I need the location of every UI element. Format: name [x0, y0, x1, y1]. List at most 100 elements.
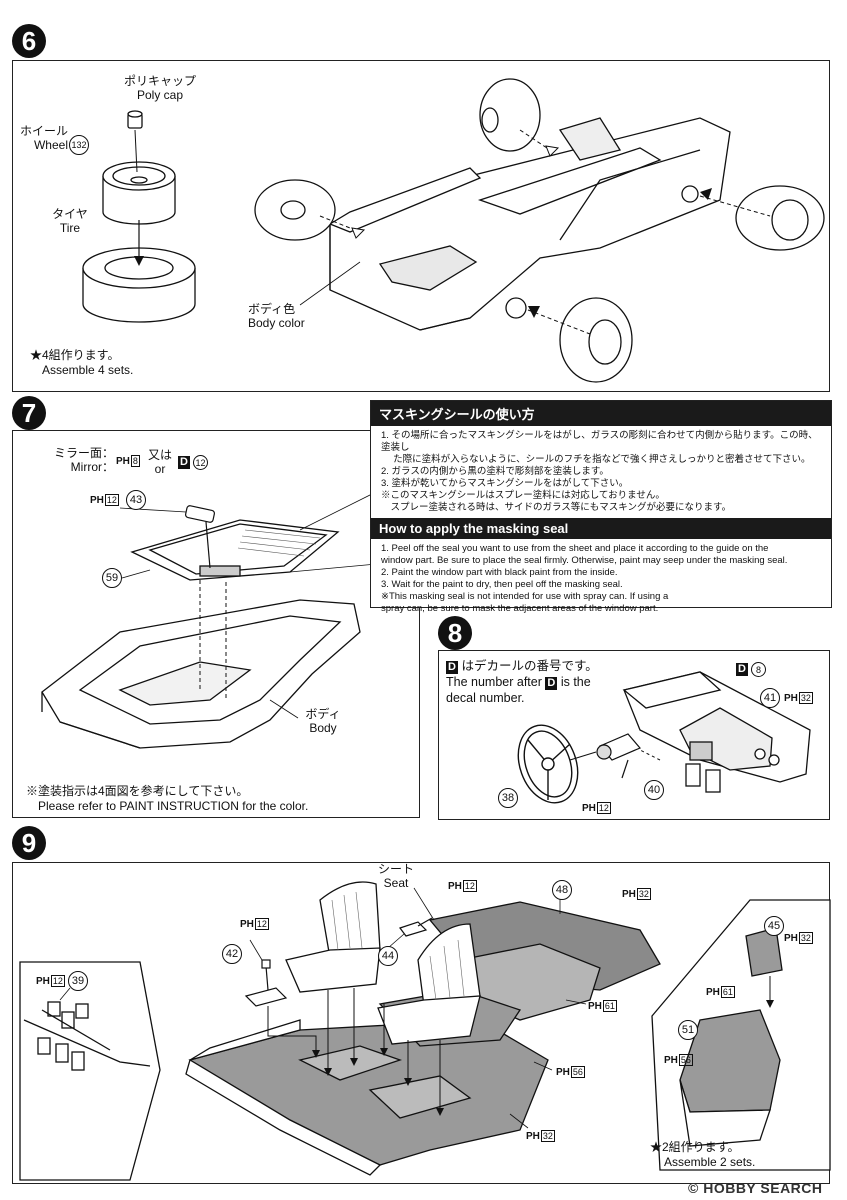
mirror-decal-d12-circle: 12	[193, 455, 209, 470]
decal-note-en-1: The number after	[446, 675, 542, 689]
mirror-or-label-jp: 又は	[147, 448, 172, 462]
masking-en-item: 1. Peel off the seal you want to use fro…	[381, 543, 769, 554]
masking-en-item: ※This masking seal is not intended for u…	[381, 591, 669, 602]
shift-ph12-num: 12	[254, 918, 269, 930]
masking-jp-item: ※このマスキングシールはスプレー塗料には対応しておりません。	[381, 490, 665, 501]
dash-decal-d8-num: 8	[756, 664, 762, 675]
step-9-number: 9	[21, 827, 37, 858]
step-7-body-label-jp: ボディ	[305, 707, 341, 721]
mirror-ph12-num: 12	[104, 494, 119, 506]
masking-jp-item: 1. その場所に合ったマスキングシールをはがし、ガラスの彫刻に合わせて内側から貼…	[381, 430, 818, 453]
masking-list-jp: 1. その場所に合ったマスキングシールをはがし、ガラスの彫刻に合わせて内側から貼…	[371, 426, 831, 518]
body-shell-drawing	[41, 599, 361, 749]
mirror-paint-ph8-prefix: PH	[116, 456, 130, 467]
tire-drawing	[82, 247, 196, 323]
step-7-badge: 7	[12, 396, 46, 430]
front-seat-left	[285, 881, 381, 993]
poly-cap-label-en: Poly cap	[136, 88, 184, 102]
part-40: 40	[644, 780, 664, 800]
tire-label-en: Tire	[59, 221, 81, 235]
masking-en-item: window part. Be sure to place the seal f…	[381, 555, 788, 566]
floor-ph56-num: 56	[570, 1066, 585, 1078]
part-41: 41	[760, 688, 780, 708]
poly-cap-label: ポリキャップ Poly cap	[115, 74, 205, 102]
step-9-note: ★2組作ります。 Assemble 2 sets.	[650, 1140, 755, 1170]
floor-ph56-prefix: PH	[556, 1067, 570, 1078]
part-39: 39	[68, 971, 88, 991]
decal-note-en-2: is the	[560, 675, 591, 689]
part-43-text: 43	[129, 494, 143, 506]
floor-ph32-num: 32	[540, 1130, 555, 1142]
hand-brake-drawing	[399, 917, 433, 937]
dash-ph32-num: 32	[798, 692, 813, 704]
decal-d-badge: D	[446, 661, 458, 674]
step-8-number: 8	[447, 617, 463, 648]
masking-en-item: 2. Paint the window part with black pain…	[381, 567, 618, 578]
steering-wheel-drawing	[517, 724, 579, 804]
part-51: 51	[678, 1020, 698, 1040]
part-59-text: 59	[105, 572, 119, 584]
masking-jp-item: た際に塗料が入らないように、シールのフチを指などで強く押さえしっかりと密着させて…	[381, 454, 811, 465]
seat-detail-inset	[651, 899, 831, 1171]
part-51-text: 51	[681, 1024, 695, 1036]
pedal-ph12-prefix: PH	[36, 976, 50, 987]
poly-cap-label-jp: ポリキャップ	[123, 74, 196, 88]
masking-en-item: 3. Wait for the paint to dry, then peel …	[381, 579, 623, 590]
chassis-drawing	[328, 117, 731, 331]
seat-inset-ph56-prefix: PH	[664, 1055, 678, 1066]
step-7-body-label: ボディ Body	[298, 707, 348, 735]
dashboard-drawing	[622, 671, 811, 793]
mirror-surface-label: ミラー面： Mirror：	[40, 446, 114, 474]
part-39-text: 39	[71, 975, 85, 987]
seat-inset-ph61-num: 61	[720, 986, 735, 998]
step-9-note-jp: ★2組作ります。	[650, 1140, 740, 1154]
step-9-note-en: Assemble 2 sets.	[664, 1155, 756, 1169]
wheel-part-number: 132	[69, 135, 89, 155]
seat-inset-ph56-num: 56	[678, 1054, 693, 1066]
step-6-note: ★4組作ります。 Assemble 4 sets.	[30, 348, 133, 378]
step-7-note-jp: ※塗装指示は4面図を参考にして下さい。	[26, 784, 249, 798]
mirror-surface-label-en: Mirror：	[70, 460, 114, 474]
body-color-label-jp: ボディ色	[248, 302, 296, 316]
wheel-label-jp: ホイール	[20, 124, 69, 138]
decal-d-badge-inline: D	[545, 677, 558, 690]
floor-ph32-prefix: PH	[526, 1131, 540, 1142]
step-7-note-en: Please refer to PAINT INSTRUCTION for th…	[38, 799, 309, 813]
dash-decal-d8-circle: 8	[751, 662, 767, 677]
mirror-drawing	[185, 505, 215, 569]
masking-list-en: 1. Peel off the seal you want to use fro…	[371, 539, 831, 619]
pedal-inset	[19, 961, 161, 1181]
steering-column-drawing	[596, 733, 641, 779]
part-45-text: 45	[767, 920, 781, 932]
wheel-label: ホイール Wheel	[20, 124, 68, 152]
part-45: 45	[764, 916, 784, 936]
dash-decal-d8-prefix: D	[736, 663, 748, 677]
seat-ph12-num: 12	[462, 880, 477, 892]
part-48-text: 48	[555, 884, 569, 896]
part-40-text: 40	[647, 784, 661, 796]
front-seat-right	[377, 923, 481, 1045]
step-8-decal-note: D はデカールの番号です。 The number after D is the …	[446, 658, 598, 706]
part-59: 59	[102, 568, 122, 588]
tire-label-jp: タイヤ	[52, 207, 88, 221]
step-7-body-label-en: Body	[309, 721, 337, 735]
part-38: 38	[498, 788, 518, 808]
chassis-wheels	[254, 78, 825, 383]
masking-jp-item: 2. ガラスの内側から黒の塗料で彫刻部を塗装します。	[381, 466, 609, 477]
masking-title-jp: マスキングシールの使い方	[371, 401, 831, 426]
body-color-label-en: Body color	[248, 316, 305, 330]
part-43: 43	[126, 490, 146, 510]
step-7-number: 7	[21, 397, 37, 428]
mirror-ph12-prefix: PH	[90, 495, 104, 506]
